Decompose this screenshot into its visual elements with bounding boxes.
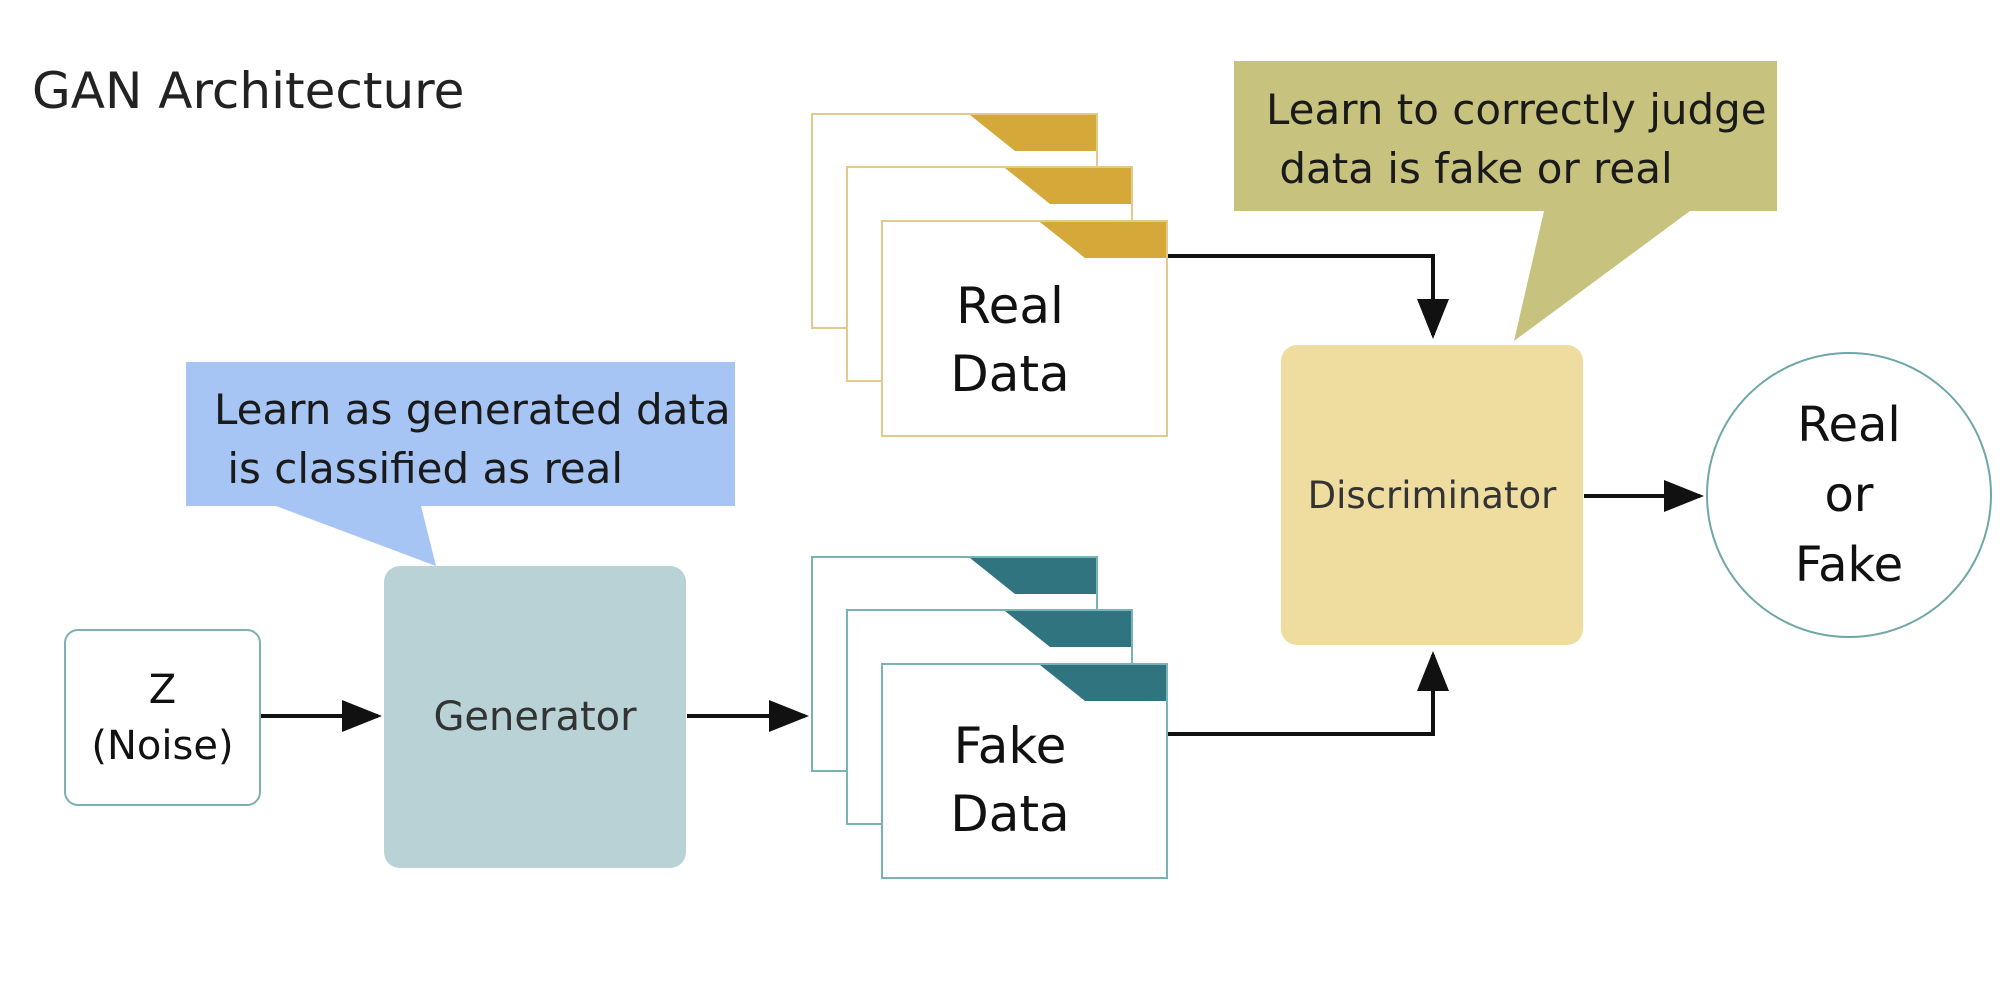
diagram-title: GAN Architecture — [32, 62, 465, 120]
generator-callout-line-2: is classified as real — [214, 444, 624, 493]
output-line-1: Real — [1797, 397, 1901, 453]
discriminator-callout-line-2: data is fake or real — [1266, 144, 1673, 193]
generator-callout-bubble — [186, 362, 735, 566]
output-line-3: Fake — [1794, 537, 1904, 593]
real-data-label-line-1: Real — [956, 277, 1064, 335]
generator-callout-line-1: Learn as generated data — [214, 385, 731, 434]
noise-symbol: Z — [148, 666, 177, 713]
discriminator-callout-line-1: Learn to correctly judge — [1266, 85, 1767, 134]
discriminator-box: Discriminator — [1281, 345, 1583, 645]
discriminator-callout-bubble — [1234, 61, 1777, 341]
fake-data-sheet-front — [881, 663, 1168, 879]
fake-data-label-line-1: Fake — [953, 717, 1067, 775]
discriminator-label: Discriminator — [1307, 473, 1557, 517]
output-line-2: or — [1824, 467, 1874, 523]
output-circle: Real or Fake — [1706, 352, 1992, 638]
fake-data-label: Fake Data — [930, 712, 1090, 848]
real-data-label-line-2: Data — [950, 345, 1070, 403]
noise-input-box: Z (Noise) — [64, 629, 261, 806]
generator-label: Generator — [433, 694, 637, 740]
generator-box: Generator — [384, 566, 686, 868]
noise-label: (Noise) — [91, 722, 234, 769]
real-data-to-discriminator-arrow — [1166, 254, 1449, 339]
fake-data-label-line-2: Data — [950, 785, 1070, 843]
real-data-label: Real Data — [930, 272, 1090, 408]
fake-data-to-discriminator-arrow — [1166, 651, 1449, 736]
generator-callout-text: Learn as generated data is classified as… — [214, 380, 731, 498]
discriminator-callout-text: Learn to correctly judge data is fake or… — [1266, 80, 1767, 198]
